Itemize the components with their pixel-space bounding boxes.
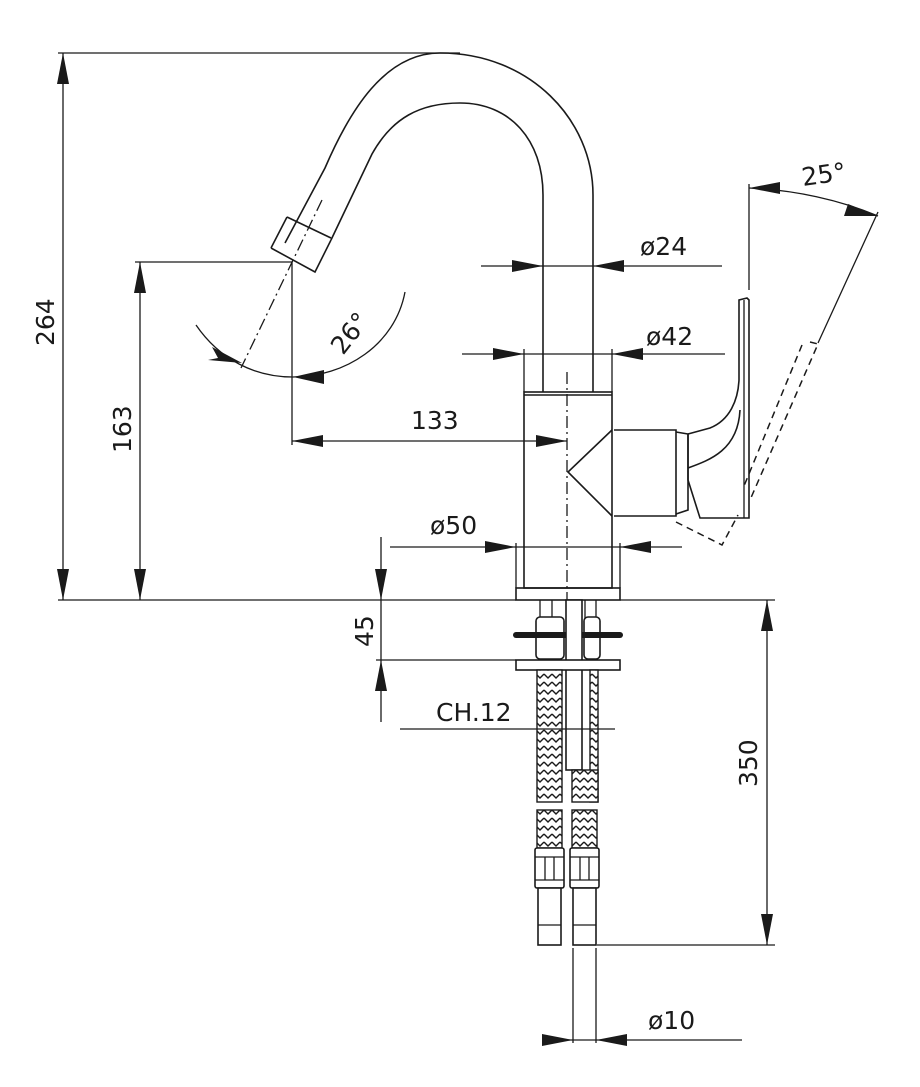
- label-outlet-height: 163: [108, 405, 137, 453]
- dim-arrow: [749, 182, 780, 194]
- cartridge-housing: [566, 429, 677, 517]
- dim-arrow: [596, 1034, 627, 1046]
- spout-inner-edge: [330, 102, 544, 392]
- ext-lines-base: [515, 543, 621, 588]
- faucet-outline: [240, 52, 820, 601]
- label-lever-angle: 25°: [800, 157, 848, 192]
- label-base-diameter: ø50: [430, 511, 477, 540]
- dim-arrow: [292, 435, 323, 447]
- label-hose-length: 350: [734, 739, 763, 787]
- label-spout-diameter: ø24: [640, 232, 687, 261]
- dim-arrow: [57, 569, 69, 600]
- dim-arrow: [620, 541, 651, 553]
- label-deck-thickness: 45: [350, 615, 379, 647]
- dim-arrow: [57, 53, 69, 84]
- hose-left-upper: [536, 669, 563, 803]
- dim-arrow: [493, 348, 524, 360]
- dim-arrow: [512, 260, 543, 272]
- cartridge-ring: [675, 431, 689, 515]
- dim-arrow: [536, 435, 567, 447]
- body-column: [523, 391, 613, 589]
- lever-rotated-outline: [675, 341, 820, 546]
- label-hose-diameter: ø10: [648, 1006, 695, 1035]
- label-reach: 133: [411, 406, 459, 435]
- dimension-labels: 264 163 133 ø24 ø42 ø50 45 CH.12 350 ø10…: [31, 157, 848, 1035]
- dim-arrow: [134, 262, 146, 293]
- lever-handle-detail: [687, 409, 741, 469]
- dim-arrow: [375, 569, 387, 600]
- dimension-lines: [57, 52, 879, 1046]
- hose-nut-right: [569, 847, 600, 889]
- dim-arrow: [593, 260, 624, 272]
- lever-ref-line-tilted: [817, 211, 879, 344]
- dim-arrow: [485, 541, 516, 553]
- spout-centerline: [240, 199, 323, 369]
- dim-arrow: [134, 569, 146, 600]
- dim-arrow: [293, 370, 324, 384]
- label-body-diameter: ø42: [646, 322, 693, 351]
- hose-right-lower-seg: [571, 769, 599, 803]
- dim-arrow: [375, 660, 387, 691]
- dim-arrow: [844, 204, 878, 216]
- label-spanner-size: CH.12: [436, 698, 512, 727]
- dim-arrow: [542, 1034, 573, 1046]
- mounting-studs: [539, 600, 597, 620]
- dim-arrow: [208, 347, 242, 363]
- mounting-plate: [515, 659, 621, 671]
- under-deck-fixings: [513, 599, 623, 946]
- threaded-rod: [565, 599, 583, 771]
- dim-arrow: [761, 600, 773, 631]
- label-total-height: 264: [31, 298, 60, 346]
- lever-handle: [687, 297, 750, 519]
- hose-tail-right: [572, 887, 597, 946]
- ext-lines-hose-tail: [572, 948, 597, 1043]
- hose-nut-left: [534, 847, 565, 889]
- ext-lines-body: [523, 349, 613, 392]
- base-plate: [515, 587, 621, 601]
- dim-arrow: [612, 348, 643, 360]
- dim-arrow: [761, 914, 773, 945]
- hose-left-lower: [536, 809, 563, 849]
- hose-right-lower: [571, 809, 598, 849]
- hose-tail-left: [537, 887, 562, 946]
- dim-spout-angle-arc: [195, 291, 406, 378]
- hose-nut-facets: [535, 856, 599, 881]
